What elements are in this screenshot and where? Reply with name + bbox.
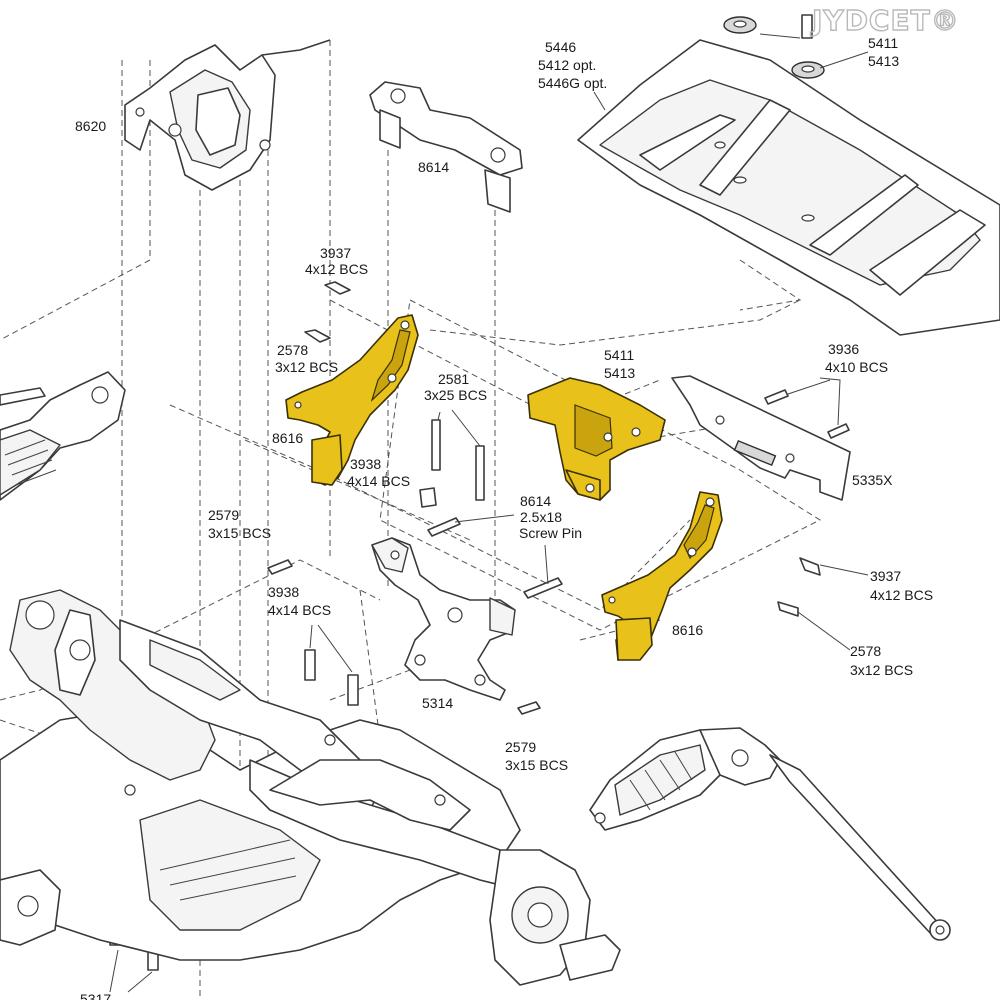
watermark-logo: JYDCET®: [810, 4, 960, 37]
label-2578-left-size: 3x12 BCS: [275, 359, 338, 375]
label-3937-right: 3937: [870, 568, 901, 584]
label-8616-right: 8616: [672, 622, 703, 638]
label-5446g-opt: 5446G opt.: [538, 75, 607, 91]
label-3937-top: 3937: [320, 245, 351, 261]
label-3936-size: 4x10 BCS: [825, 359, 888, 375]
part-8620-upper-mount: [124, 39, 331, 191]
label-5314: 5314: [422, 695, 453, 711]
label-8614-mid: 8614: [520, 493, 551, 509]
label-5317: 5317: [80, 991, 111, 1000]
label-2579-low-size: 3x15 BCS: [505, 757, 568, 773]
callout-leader-lines: [109, 33, 869, 993]
label-5411-top: 5411: [868, 35, 898, 51]
part-8616-right-highlight: [601, 491, 723, 661]
label-3938-low-size: 4x14 BCS: [268, 602, 331, 618]
label-8614-top: 8614: [418, 159, 449, 175]
part-5335x-mount-bar: [671, 375, 851, 501]
label-2581: 2581: [438, 371, 469, 387]
label-2578-right: 2578: [850, 643, 881, 659]
part-5411-wing-mount-highlight: [527, 377, 666, 501]
label-2578-right-size: 3x12 BCS: [850, 662, 913, 678]
label-5446: 5446: [545, 39, 576, 55]
label-5411-mid: 5411: [604, 347, 634, 363]
label-5412-opt: 5412 opt.: [538, 57, 596, 73]
label-3938-mid: 3938: [350, 456, 381, 472]
callout-labels: 8620 8614 5446 5412 opt. 5446G opt. 5411…: [75, 35, 933, 1000]
label-2579-low: 2579: [505, 739, 536, 755]
part-8614-top-bracket: [369, 81, 523, 213]
label-3938-low: 3938: [268, 584, 299, 600]
label-3937-right-size: 4x12 BCS: [870, 587, 933, 603]
label-3938-mid-size: 4x14 BCS: [347, 473, 410, 489]
part-5446-rear-wing: [577, 14, 1000, 336]
label-2581-size: 3x25 BCS: [424, 387, 487, 403]
part-8616-left-highlight: [285, 314, 419, 486]
label-2579-left-size: 3x15 BCS: [208, 525, 271, 541]
label-8614-mid-size: 2.5x18: [520, 509, 562, 525]
part-lower-chassis: [0, 589, 621, 986]
label-8620: 8620: [75, 118, 106, 134]
part-5314-bulkhead: [371, 537, 516, 701]
label-5413-top: 5413: [868, 53, 899, 69]
label-5335x: 5335X: [852, 472, 893, 488]
label-5413-mid: 5413: [604, 365, 635, 381]
part-right-shock: [589, 727, 951, 941]
label-2578-left: 2578: [277, 342, 308, 358]
label-2579-left: 2579: [208, 507, 239, 523]
part-left-shock: [0, 371, 126, 501]
label-8616-left: 8616: [272, 430, 303, 446]
label-3936: 3936: [828, 341, 859, 357]
label-8614-mid-desc: Screw Pin: [519, 525, 582, 541]
label-3937-top-size: 4x12 BCS: [305, 261, 368, 277]
